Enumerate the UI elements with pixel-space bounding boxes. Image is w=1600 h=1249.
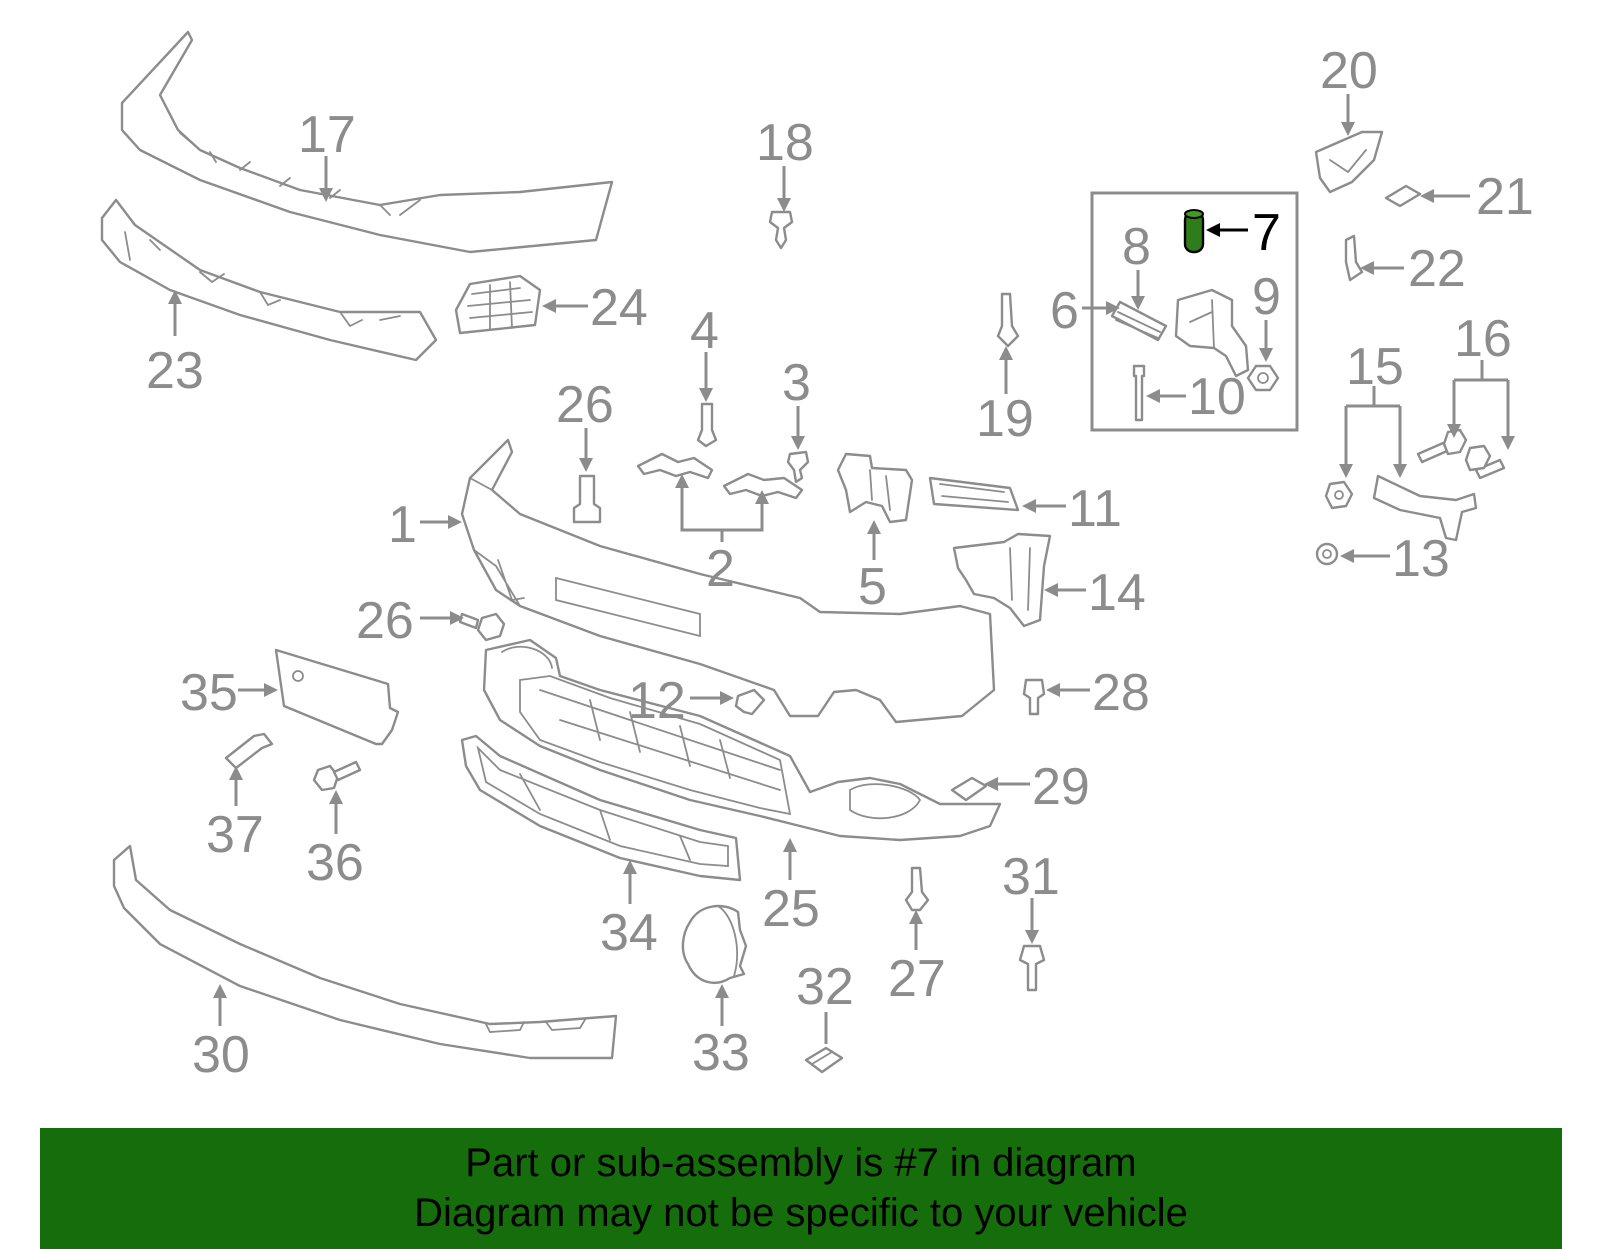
callout-30: 30 [192,1026,250,1084]
part-34-lower-grille[interactable] [460,734,742,882]
part-23-reinforcement[interactable] [100,198,438,362]
part-35-bracket[interactable] [274,648,400,746]
part-21-clip[interactable] [1384,184,1422,208]
part-2-brackets[interactable] [636,452,804,500]
callout-8: 8 [1122,218,1151,276]
callout-25: 25 [762,880,820,938]
banner-line-disclaimer: Diagram may not be specific to your vehi… [414,1191,1188,1235]
inset-box-6-10 [1090,191,1299,432]
callout-37: 37 [206,806,264,864]
part-32-clip[interactable] [804,1046,844,1074]
banner-line-part: Part or sub-assembly is #7 in diagram [465,1141,1137,1185]
part-28-bolt[interactable] [1022,678,1046,716]
callout-2: 2 [706,540,735,598]
part-7-pin-highlighted[interactable] [1183,209,1205,254]
callout-labels: 17 23 24 18 20 21 22 19 7 8 6 9 10 4 3 2… [146,42,1534,1084]
leader-lines [168,94,1515,1044]
callout-10: 10 [1188,368,1246,426]
callout-36: 36 [306,834,364,892]
info-banner: Part or sub-assembly is #7 in diagram Di… [40,1128,1562,1249]
callout-17: 17 [298,106,356,164]
callout-4: 4 [690,302,719,360]
callout-28: 28 [1092,664,1150,722]
part-24-bracket[interactable] [454,274,542,335]
callout-15: 15 [1346,338,1404,396]
callout-19: 19 [976,390,1034,448]
part-27-push-pin[interactable] [904,866,930,912]
callout-34: 34 [600,904,658,962]
callout-33: 33 [692,1024,750,1082]
part-37-clip[interactable] [224,732,274,770]
part-9-nut[interactable] [1246,364,1280,392]
part-8-strap[interactable] [1110,300,1168,342]
callout-29: 29 [1032,758,1090,816]
part-14-bracket[interactable] [952,532,1052,628]
part-11-bracket[interactable] [928,476,1020,512]
callout-9: 9 [1252,268,1281,326]
callout-31: 31 [1002,848,1060,906]
callout-1: 1 [388,496,417,554]
part-22-pin[interactable] [1344,234,1364,282]
callout-12: 12 [628,672,686,730]
part-17-upper-cover[interactable] [120,30,614,254]
callout-7: 7 [1252,204,1281,262]
part-1-bumper[interactable] [460,438,996,724]
part-16-bolts[interactable] [1416,428,1506,480]
part-30-lower-valance[interactable] [112,844,618,1060]
callout-35: 35 [180,664,238,722]
part-20-bracket[interactable] [1314,130,1384,194]
part-18-push-pin[interactable] [768,210,794,250]
callout-16: 16 [1454,310,1512,368]
part-33-fog-cover[interactable] [681,904,748,984]
callout-14: 14 [1088,564,1146,622]
part-5-bracket[interactable] [836,452,914,524]
part-29-clip[interactable] [950,776,988,802]
part-19-push-pin[interactable] [996,292,1020,348]
part-26-bolt-lower[interactable] [458,612,506,642]
callout-18: 18 [756,114,814,172]
callout-24: 24 [590,279,648,337]
callout-26-lower: 26 [356,592,414,650]
callout-20: 20 [1320,42,1378,100]
part-31-bolt[interactable] [1018,944,1046,992]
callout-3: 3 [782,354,811,412]
part-26-bolt-upper[interactable] [572,474,602,524]
part-10-bolt[interactable] [1132,364,1146,422]
part-13-washer[interactable] [1315,542,1339,566]
part-25-lower-fascia[interactable] [482,638,1002,842]
part-6-bracket[interactable] [1174,288,1250,378]
callout-11: 11 [1068,480,1122,538]
callout-21: 21 [1476,168,1534,226]
callout-6: 6 [1050,282,1079,340]
part-3-clip[interactable] [786,450,810,484]
callout-5: 5 [858,558,887,616]
part-36-bolt[interactable] [312,760,362,792]
part-4-bolt[interactable] [696,402,718,448]
callout-32: 32 [796,958,854,1016]
callout-23: 23 [146,342,204,400]
callout-26-upper: 26 [556,376,614,434]
callout-13: 13 [1392,530,1450,588]
callout-27: 27 [888,950,946,1008]
part-12-push-pin[interactable] [734,688,766,716]
part-15-nut-bracket[interactable] [1324,474,1478,542]
callout-22: 22 [1408,240,1466,298]
